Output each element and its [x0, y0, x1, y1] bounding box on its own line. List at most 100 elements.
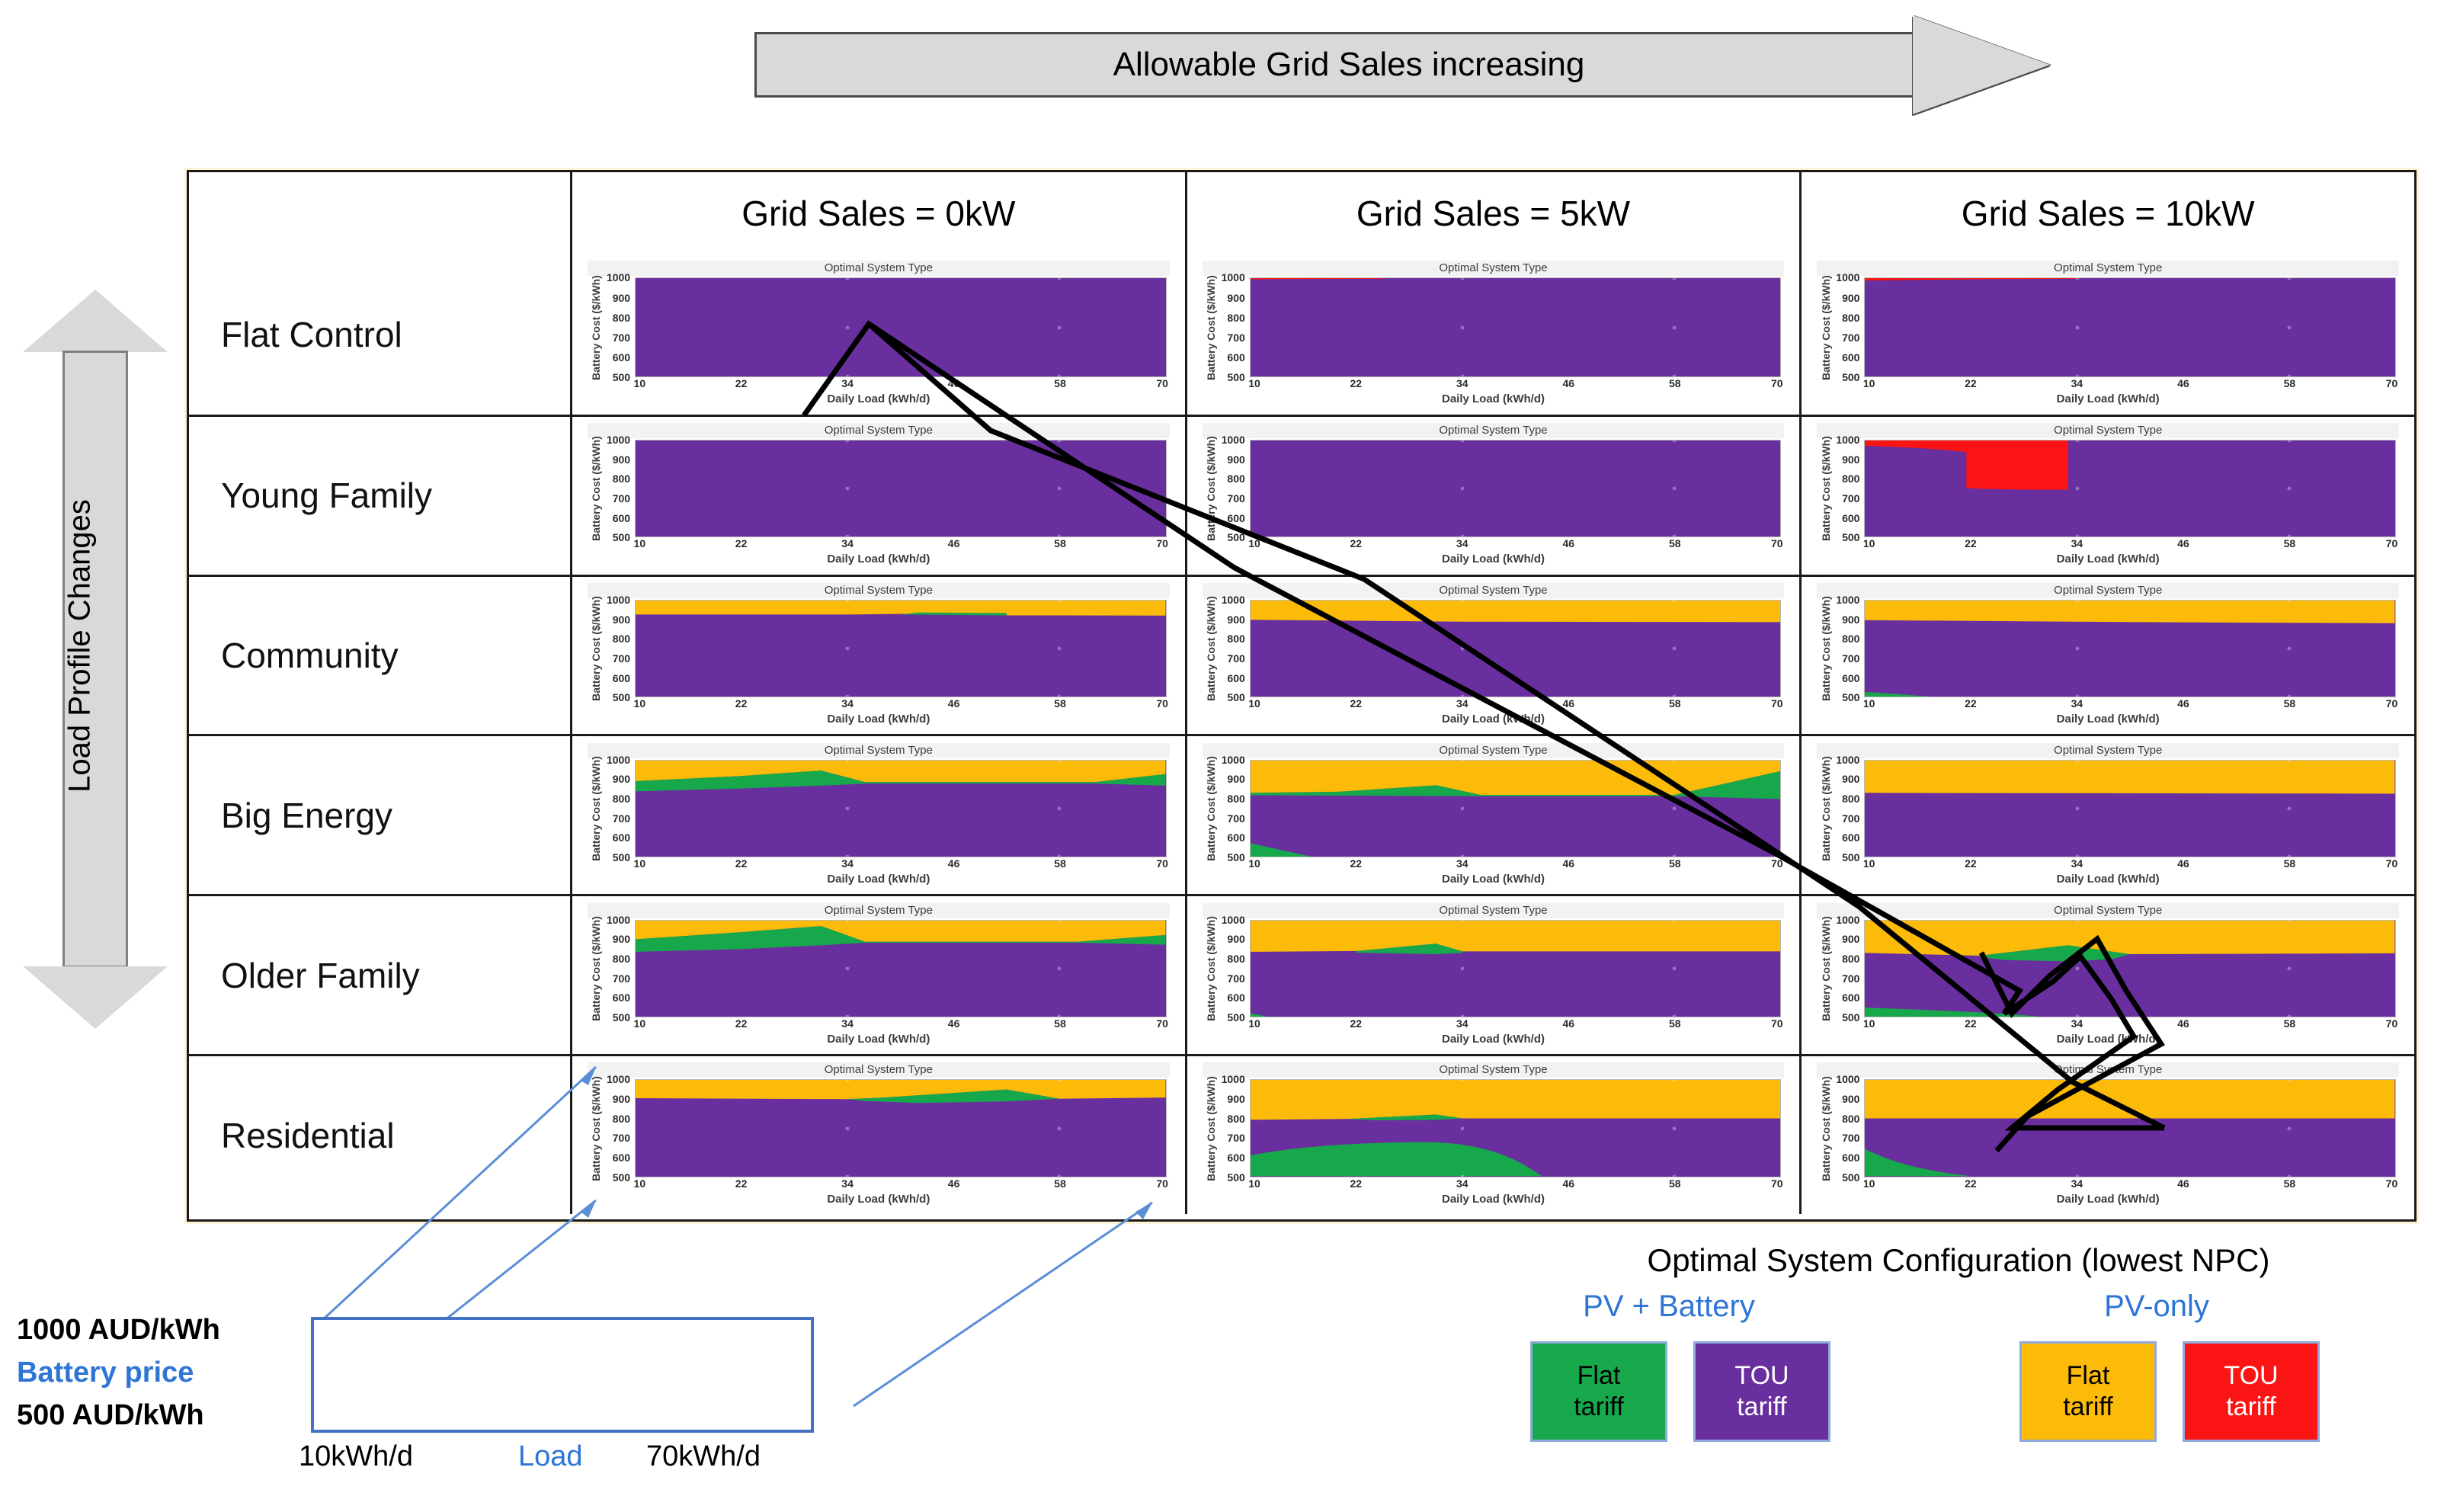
region-0 — [1250, 600, 1781, 623]
x-tick-34: 34 — [841, 537, 854, 550]
region-0 — [1865, 760, 2395, 794]
x-tick-70: 70 — [1156, 377, 1168, 390]
subplot-title: Optimal System Type — [1817, 1062, 2399, 1078]
subplot-x-axis-label: Daily Load (kWh/d) — [1442, 873, 1545, 886]
sample-marker — [2287, 374, 2292, 377]
subplot-plot-area — [635, 919, 1167, 1017]
sample-marker — [2287, 278, 2292, 280]
x-tick-34: 34 — [1456, 377, 1469, 390]
x-tick-10: 10 — [1862, 377, 1875, 390]
x-tick-46: 46 — [1562, 377, 1575, 390]
subplot-x-axis-label: Daily Load (kWh/d) — [827, 1192, 930, 1206]
subplot-title: Optimal System Type — [588, 742, 1170, 758]
arrow-head-down-icon — [23, 966, 168, 1029]
region-1 — [1865, 691, 1936, 697]
x-tick-46: 46 — [1562, 1017, 1575, 1030]
x-tick-58: 58 — [1054, 377, 1066, 390]
y-tick-700: 700 — [1842, 972, 1860, 985]
y-tick-600: 600 — [1227, 351, 1245, 364]
x-tick-10: 10 — [1248, 377, 1260, 390]
y-tick-700: 700 — [1227, 492, 1245, 505]
y-tick-500: 500 — [612, 371, 631, 384]
sample-marker — [2287, 600, 2292, 603]
y-tick-900: 900 — [612, 1093, 631, 1106]
subplot-plot-area — [1249, 919, 1782, 1017]
region-0 — [1865, 278, 2077, 281]
region-2 — [1250, 1142, 1542, 1177]
sample-marker — [2287, 694, 2292, 697]
y-tick-500: 500 — [1842, 371, 1860, 384]
sample-marker — [1460, 646, 1465, 651]
y-tick-700: 700 — [1842, 492, 1860, 505]
x-tick-34: 34 — [2071, 857, 2083, 870]
region-1 — [636, 925, 1166, 952]
x-tick-46: 46 — [947, 377, 960, 390]
x-tick-58: 58 — [1668, 1177, 1681, 1190]
x-tick-10: 10 — [1862, 1177, 1875, 1190]
y-tick-600: 600 — [1842, 1152, 1860, 1164]
x-tick-34: 34 — [841, 697, 854, 710]
legend-swatch-tou-pvonly: TOU tariff — [2183, 1341, 2320, 1442]
y-tick-800: 800 — [1227, 311, 1245, 324]
x-tick-46: 46 — [1562, 697, 1575, 710]
sample-marker — [2287, 646, 2292, 651]
header-corner-cell — [189, 172, 570, 255]
subplot-x-axis-label: Daily Load (kWh/d) — [2056, 713, 2160, 726]
subplot-title: Optimal System Type — [1817, 582, 2399, 598]
x-tick-22: 22 — [735, 377, 748, 390]
y-tick-600: 600 — [1842, 991, 1860, 1004]
sample-marker — [2075, 325, 2080, 330]
sample-marker — [2075, 1126, 2080, 1131]
x-tick-22: 22 — [735, 1177, 748, 1190]
x-tick-22: 22 — [1965, 1177, 1977, 1190]
x-tick-46: 46 — [1562, 537, 1575, 550]
x-tick-46: 46 — [2177, 1017, 2189, 1030]
y-tick-900: 900 — [612, 773, 631, 786]
y-tick-500: 500 — [612, 851, 631, 864]
y-tick-900: 900 — [1227, 773, 1245, 786]
subplot-x-axis-label: Daily Load (kWh/d) — [827, 873, 930, 886]
x-tick-58: 58 — [2283, 377, 2296, 390]
x-tick-10: 10 — [1862, 857, 1875, 870]
x-tick-34: 34 — [1456, 697, 1469, 710]
y-tick-800: 800 — [1227, 1112, 1245, 1125]
subplot-x-axis-label: Daily Load (kWh/d) — [827, 553, 930, 566]
y-tick-700: 700 — [1227, 332, 1245, 344]
x-tick-10: 10 — [1248, 1017, 1260, 1030]
x-tick-46: 46 — [2177, 1177, 2189, 1190]
subplot-x-axis-label: Daily Load (kWh/d) — [1442, 1192, 1545, 1206]
y-tick-900: 900 — [1227, 613, 1245, 626]
y-tick-800: 800 — [1842, 952, 1860, 965]
x-tick-58: 58 — [1054, 857, 1066, 870]
x-tick-58: 58 — [1668, 857, 1681, 870]
y-tick-700: 700 — [612, 652, 631, 665]
sample-marker — [1460, 325, 1465, 330]
sample-marker — [2075, 1174, 2080, 1177]
y-tick-700: 700 — [612, 1132, 631, 1145]
load-axis-label: Load — [518, 1440, 583, 1472]
region-0 — [1865, 920, 2395, 956]
x-tick-46: 46 — [1562, 857, 1575, 870]
x-tick-34: 34 — [2071, 1177, 2083, 1190]
y-tick-600: 600 — [612, 351, 631, 364]
region-0 — [1250, 1080, 1781, 1120]
legend: Optimal System Configuration (lowest NPC… — [1494, 1242, 2423, 1494]
arrow-head-right-icon — [1913, 15, 2050, 114]
subplot-title: Optimal System Type — [588, 582, 1170, 598]
axis-key-diagram: 1000 AUD/kWh Battery price 500 AUD/kWh 1… — [0, 1296, 854, 1494]
sample-marker — [1460, 1126, 1465, 1131]
y-tick-600: 600 — [612, 671, 631, 684]
